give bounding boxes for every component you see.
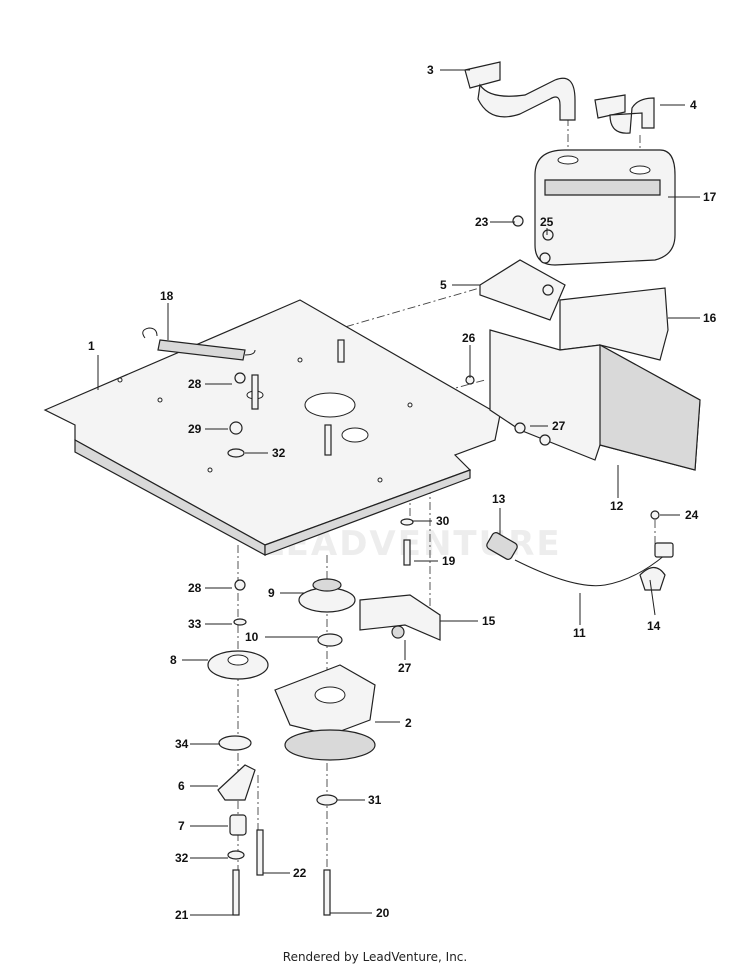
- callout-13: 13: [492, 492, 506, 506]
- part-8-idler-pulley: [207, 650, 269, 680]
- part-31-washer: [316, 794, 338, 806]
- callout-9: 9: [268, 586, 275, 600]
- part-1-mounting-plate: [43, 299, 501, 557]
- callout-14: 14: [647, 619, 661, 633]
- callout-5: 5: [440, 278, 447, 292]
- part-11-tube: [486, 532, 674, 591]
- callout-32b: 32: [175, 851, 189, 865]
- callout-2: 2: [405, 716, 412, 730]
- callout-31: 31: [368, 793, 382, 807]
- callout-28a: 28: [188, 377, 202, 391]
- callout-33: 33: [188, 617, 202, 631]
- part-9-pulley: [298, 578, 356, 613]
- callout-22: 22: [293, 866, 307, 880]
- part-4-exhaust-pipe: [594, 94, 655, 134]
- footer-credit: Rendered by LeadVenture, Inc.: [282, 950, 468, 964]
- part-2-clutch: [274, 664, 376, 761]
- part-6-idler-arm: [217, 764, 256, 801]
- callout-32a: 32: [272, 446, 286, 460]
- callout-8: 8: [170, 653, 177, 667]
- callout-16: 16: [703, 311, 717, 325]
- part-17-muffler: [534, 149, 676, 266]
- part-18-spring: [142, 327, 256, 361]
- part-12-guard: [489, 329, 701, 471]
- part-10-spacer: [317, 633, 343, 647]
- callout-12: 12: [610, 499, 624, 513]
- part-3-exhaust-pipe: [464, 61, 576, 121]
- callout-25: 25: [540, 215, 554, 229]
- callout-1: 1: [88, 339, 95, 353]
- part-5-bracket: [479, 252, 566, 321]
- callout-19: 19: [442, 554, 456, 568]
- callout-7: 7: [178, 819, 185, 833]
- callout-3: 3: [427, 63, 434, 77]
- callout-17: 17: [703, 190, 717, 204]
- callout-21: 21: [175, 908, 189, 922]
- callout-10: 10: [245, 630, 259, 644]
- callout-23: 23: [475, 215, 489, 229]
- callout-11: 11: [573, 626, 586, 640]
- leader-lines: [97, 69, 700, 916]
- callout-34: 34: [175, 737, 189, 751]
- callout-29: 29: [188, 422, 202, 436]
- callout-27a: 27: [552, 419, 566, 433]
- callout-4: 4: [690, 98, 697, 112]
- callout-30: 30: [436, 514, 450, 528]
- callout-6: 6: [178, 779, 185, 793]
- part-15-bracket: [359, 594, 441, 641]
- part-34-washer: [218, 735, 252, 751]
- callout-20: 20: [376, 906, 390, 920]
- callout-26: 26: [462, 331, 476, 345]
- callout-27b: 27: [398, 661, 412, 675]
- callout-28b: 28: [188, 581, 202, 595]
- callout-24: 24: [685, 508, 699, 522]
- part-7-bushing: [229, 814, 247, 836]
- callouts: 1 2 3 4 5 6 7 8 9 10 11 12 13 14 15 16 1…: [88, 63, 717, 922]
- callout-18: 18: [160, 289, 174, 303]
- part-small-hardware: [227, 215, 660, 916]
- callout-15: 15: [482, 614, 496, 628]
